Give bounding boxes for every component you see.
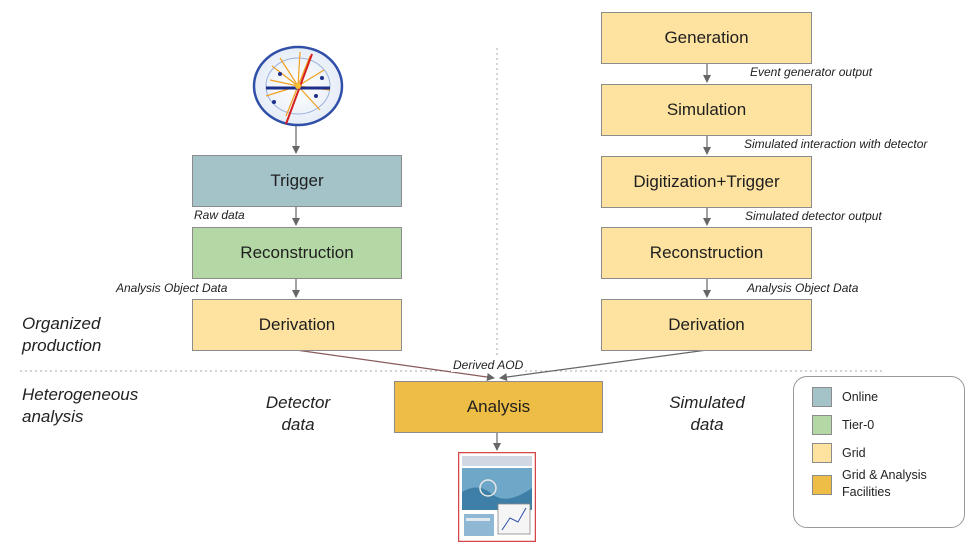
analysis-label: Analysis: [466, 397, 531, 416]
digitization-trigger-box: Digitization+Trigger: [601, 156, 812, 208]
simulation-label: Simulation: [666, 100, 747, 119]
reconstruction-label-right: Reconstruction: [649, 243, 764, 262]
detector-line-1: Detector: [265, 393, 331, 412]
derived-aod-label: Derived AOD: [451, 358, 526, 372]
derivation-label-right: Derivation: [668, 315, 745, 334]
legend-item-grid-analysis: Grid & Analysis Facilities: [812, 467, 927, 501]
organized-line-1: Organized: [22, 314, 101, 333]
aod-label-left: Analysis Object Data: [116, 281, 228, 295]
heterogeneous-line-1: Heterogeneous: [22, 385, 139, 404]
legend-item-online: Online: [812, 387, 878, 407]
legend-item-grid: Grid: [812, 443, 866, 463]
legend-swatch-online: [812, 387, 832, 407]
simulated-line-1: Simulated: [669, 393, 745, 412]
aod-label-right: Analysis Object Data: [747, 281, 859, 295]
simulated-interaction-label: Simulated interaction with detector: [744, 137, 928, 151]
trigger-box: Trigger: [192, 155, 402, 207]
legend-swatch-grid-analysis: [812, 475, 832, 495]
legend-label-grid-analysis-2: Facilities: [842, 485, 891, 499]
simulated-data-label: Simulated data: [657, 392, 757, 436]
raw-data-label: Raw data: [194, 208, 245, 222]
digitization-trigger-label: Digitization+Trigger: [633, 172, 780, 191]
generation-box: Generation: [601, 12, 812, 64]
derivation-label-left: Derivation: [258, 315, 336, 334]
legend-item-tier0: Tier-0: [812, 415, 874, 435]
heterogeneous-analysis-label: Heterogeneous analysis: [22, 384, 138, 428]
legend-label-online: Online: [842, 390, 879, 404]
legend-swatch-grid: [812, 443, 832, 463]
heterogeneous-line-2: analysis: [22, 407, 84, 426]
legend: Online Tier-0 Grid Grid & Analysis Facil…: [793, 376, 965, 528]
simulation-box: Simulation: [601, 84, 812, 136]
event-generator-output-label: Event generator output: [750, 65, 873, 79]
detector-data-label: Detector data: [257, 392, 339, 436]
simulated-line-2: data: [690, 415, 724, 434]
reconstruction-label-left: Reconstruction: [240, 243, 354, 262]
reconstruction-box-right: Reconstruction: [601, 227, 812, 279]
legend-label-grid-analysis-1: Grid & Analysis: [842, 468, 927, 482]
reconstruction-box-left: Reconstruction: [192, 227, 402, 279]
simulated-detector-output-label: Simulated detector output: [745, 209, 882, 223]
legend-swatch-tier0: [812, 415, 832, 435]
generation-label: Generation: [664, 28, 749, 47]
trigger-label: Trigger: [270, 171, 324, 190]
analysis-box: Analysis: [394, 381, 603, 433]
detector-line-2: data: [281, 415, 315, 434]
collision-event-icon: [252, 45, 344, 127]
organized-production-label: Organized production: [22, 313, 101, 357]
organized-line-2: production: [22, 336, 102, 355]
derivation-box-left: Derivation: [192, 299, 402, 351]
derivation-box-right: Derivation: [601, 299, 812, 351]
paper-thumbnail-icon: [458, 452, 536, 542]
legend-label-tier0: Tier-0: [842, 418, 875, 432]
legend-label-grid: Grid: [842, 446, 866, 460]
